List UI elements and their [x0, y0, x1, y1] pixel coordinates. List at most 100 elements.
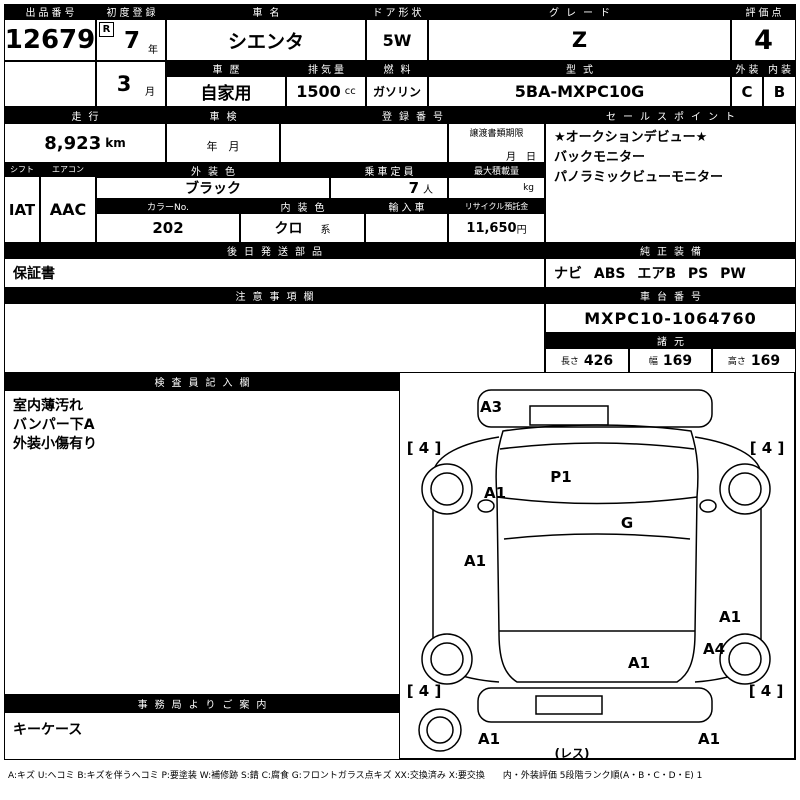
grade-label: グレード	[428, 4, 731, 19]
fuel-value: ガソリン	[366, 76, 428, 107]
interior-color-name: クロ	[274, 221, 303, 237]
transfer-deadline-value: 月 日	[506, 152, 536, 163]
footer-legend: A:キズ U:ヘコミ B:キズを伴うヘコミ P:要塗装 W:補修跡 S:錆 C:…	[8, 771, 703, 781]
chassis-no-label: 車台番号	[545, 288, 796, 303]
shift-label: シフト	[4, 163, 40, 176]
era-badge: R	[99, 22, 114, 37]
auction-number-label: 出品番号	[4, 4, 96, 19]
inspector-notes-label: 検査員記入欄	[4, 373, 400, 390]
dimension-height-cell: 高さ 169	[712, 348, 796, 373]
inspector-note-line: 外装小傷有り	[13, 436, 97, 452]
door-shape-label: ドア形状	[366, 4, 428, 19]
mileage-value: 8,923 km	[4, 123, 166, 163]
first-reg-label: 初度登録	[96, 4, 166, 19]
damage-mark: [ 4 ]	[406, 439, 442, 457]
rear-bumper-shape	[477, 687, 713, 723]
inspector-note-line: バンパー下A	[13, 417, 95, 433]
aircon-label: エアコン	[40, 163, 96, 176]
import-car-value	[365, 213, 448, 243]
max-load-label: 最大積載量	[448, 163, 545, 177]
damage-mark: (レス)	[554, 746, 590, 761]
displacement-label: 排気量	[286, 61, 366, 76]
sales-point-line: パノラミックビューモニター	[554, 170, 724, 185]
damage-mark: [ 4 ]	[749, 439, 785, 457]
wheels-shape	[418, 463, 771, 752]
first-reg-year: 7	[123, 28, 140, 54]
height-value: 169	[750, 352, 781, 369]
dimensions-label: 諸元	[545, 333, 796, 348]
recycle-deposit-unit: 円	[516, 224, 527, 236]
score-label: 評価点	[731, 4, 796, 19]
later-parts-label: 後日発送部品	[4, 243, 545, 258]
damage-mark: A1	[718, 608, 742, 626]
genuine-equipment-label: 純正装備	[545, 243, 796, 258]
sales-point-line: バックモニター	[554, 150, 646, 165]
width-label: 幅	[648, 357, 658, 367]
first-reg-year-unit: 年	[148, 45, 158, 56]
color-no-value: 202	[96, 213, 240, 243]
width-value: 169	[662, 352, 693, 369]
exterior-grade-label: 外装	[731, 61, 763, 76]
caution-value	[4, 303, 545, 373]
interior-grade-value: B	[763, 76, 796, 107]
registration-no-value	[280, 123, 448, 163]
later-parts-value: 保証書	[4, 258, 545, 288]
inspector-note-line: 室内薄汚れ	[13, 398, 83, 414]
sales-point-line: ★オークションデビュー★	[554, 130, 708, 145]
door-shape-value: 5W	[366, 19, 428, 61]
grade-value: Z	[428, 19, 731, 61]
height-label: 高さ	[727, 357, 746, 367]
interior-color-suffix: 系	[320, 224, 331, 236]
damage-mark: A1	[697, 730, 721, 748]
damage-mark: A4	[702, 640, 726, 658]
office-info-value: キーケース	[4, 712, 400, 760]
recycle-deposit-label: リサイクル預託金	[448, 199, 545, 213]
recycle-deposit-value: 11,650 円	[448, 213, 545, 243]
import-car-label: 輸入車	[365, 199, 448, 213]
damage-mark: [ 4 ]	[406, 682, 442, 700]
damage-mark: A3	[479, 398, 503, 416]
inspection-label: 車検	[166, 107, 280, 123]
damage-mark: P1	[550, 468, 572, 486]
car-body-shape	[432, 424, 762, 683]
exterior-grade-value: C	[731, 76, 763, 107]
model-code-label: 型式	[428, 61, 731, 76]
history-value: 自家用	[166, 76, 286, 107]
damage-mark: G	[620, 514, 634, 532]
length-value: 426	[583, 352, 614, 369]
shift-value: IAT	[4, 176, 40, 243]
interior-grade-label: 内装	[763, 61, 796, 76]
capacity-unit: 人	[423, 184, 433, 196]
inspection-value: 年 月	[166, 123, 280, 163]
dimension-length-cell: 長さ 426	[545, 348, 629, 373]
inspector-notes-cell: 室内薄汚れ バンパー下A 外装小傷有り	[4, 390, 400, 695]
damage-mark: A1	[477, 730, 501, 748]
car-name-value: シエンタ	[166, 19, 366, 61]
first-reg-month-cell: 3 月	[96, 61, 166, 107]
interior-color-label: 内装色	[240, 199, 365, 213]
exterior-color-value: ブラック	[96, 177, 330, 199]
aircon-value: AAC	[40, 176, 96, 243]
genuine-equipment-value: ナビ ABS エアB PS PW	[545, 258, 796, 288]
chassis-no-value: MXPC10-1064760	[545, 303, 796, 333]
exterior-color-label: 外装色	[96, 163, 330, 177]
damage-mark: A1	[627, 654, 651, 672]
history-label: 車歴	[166, 61, 286, 76]
max-load-value: kg	[448, 177, 545, 199]
fuel-label: 燃料	[366, 61, 428, 76]
car-name-label: 車名	[166, 4, 366, 19]
mileage-label: 走行	[4, 107, 166, 123]
capacity-number: 7	[408, 179, 419, 197]
sales-points-label: セールスポイント	[545, 107, 796, 123]
damage-mark: A1	[463, 552, 487, 570]
mileage-unit: km	[105, 136, 126, 150]
first-reg-year-cell: R 7 年	[96, 19, 166, 61]
office-info-label: 事務局よりご案内	[4, 695, 400, 712]
model-code-value: 5BA-MXPC10G	[428, 76, 731, 107]
capacity-label: 乗車定員	[330, 163, 448, 177]
sales-points-cell: ★オークションデビュー★ バックモニター パノラミックビューモニター	[545, 123, 796, 243]
displacement-value: 1500 cc	[286, 76, 366, 107]
auction-number-extra-cell	[4, 61, 96, 107]
